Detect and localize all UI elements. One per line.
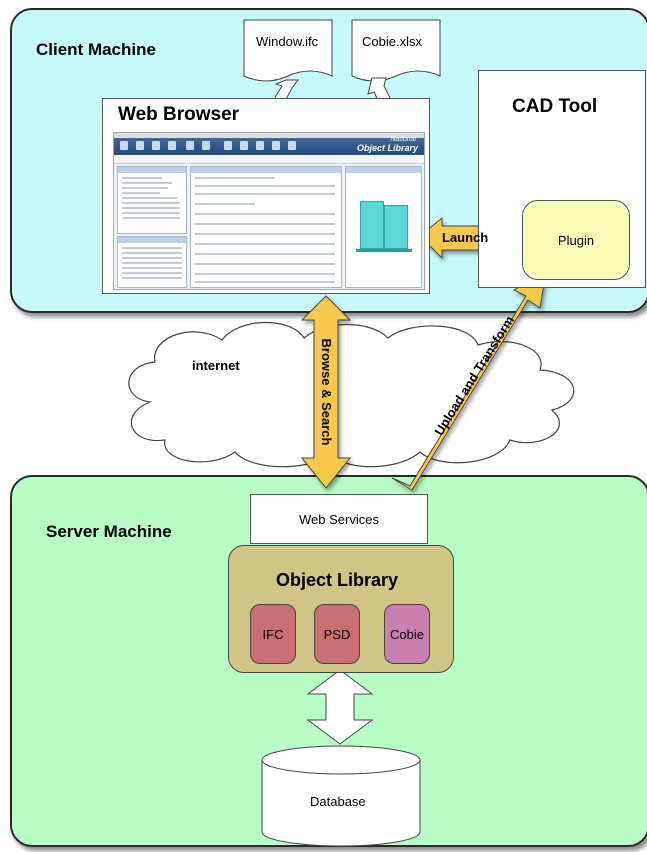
toolbar-icon xyxy=(120,141,128,150)
internet-label: internet xyxy=(192,358,240,373)
cobie-xlsx-label: Cobie.xlsx xyxy=(362,34,422,49)
cad-tool-title: CAD Tool xyxy=(512,96,598,117)
screenshot-tabs xyxy=(114,133,424,138)
library-database-arrow xyxy=(306,669,374,745)
toolbar-icon xyxy=(136,141,144,150)
psd-module: PSD xyxy=(314,604,360,664)
logo-line-2: Object Library xyxy=(356,143,418,153)
cobie-xlsx-document-icon xyxy=(351,19,441,82)
internet-cloud xyxy=(128,321,575,468)
ifc-module: IFC xyxy=(250,604,296,664)
server-machine-title: Server Machine xyxy=(46,522,172,541)
toolbar-icon xyxy=(256,141,264,150)
object-library-title: Object Library xyxy=(276,570,399,590)
ifc-module-label: IFC xyxy=(262,626,284,642)
browser-screenshot: National Object Library xyxy=(113,132,425,290)
database-cylinder xyxy=(261,745,421,847)
cobie-module-label: Cobie xyxy=(390,626,424,642)
left-tree-pane xyxy=(117,166,187,234)
left-list-pane xyxy=(117,236,187,288)
window-ifc-document-icon xyxy=(243,19,333,82)
toolbar-icon xyxy=(224,141,232,150)
browse-search-label: Browse & Search xyxy=(319,339,334,446)
toolbar-icon xyxy=(240,141,248,150)
preview-pane xyxy=(345,166,422,288)
toolbar-icon xyxy=(288,141,296,150)
window-ifc-label: Window.ifc xyxy=(256,34,319,49)
browse-search-arrow xyxy=(300,295,352,489)
database-label: Database xyxy=(310,794,366,809)
window-model-left xyxy=(360,201,384,249)
web-services-label: Web Services xyxy=(299,511,379,527)
toolbar-icon xyxy=(152,141,160,150)
toolbar-icon xyxy=(186,141,194,150)
web-services-box: Web Services xyxy=(250,494,428,544)
launch-label: Launch xyxy=(442,230,489,245)
logo-line-1: National xyxy=(390,136,416,143)
center-properties-pane xyxy=(190,166,342,288)
screenshot-toolbar: National Object Library xyxy=(114,133,424,155)
client-machine-title: Client Machine xyxy=(36,40,156,59)
window-model-right xyxy=(384,205,408,249)
cobie-module: Cobie xyxy=(384,604,430,664)
psd-module-label: PSD xyxy=(323,626,351,642)
toolbar-icon xyxy=(202,141,210,150)
toolbar-icon xyxy=(168,141,176,150)
plugin-box: Plugin xyxy=(522,200,630,280)
screenshot-menu xyxy=(114,155,424,164)
plugin-label: Plugin xyxy=(557,232,595,248)
toolbar-icon xyxy=(272,141,280,150)
web-browser-title: Web Browser xyxy=(118,104,240,125)
